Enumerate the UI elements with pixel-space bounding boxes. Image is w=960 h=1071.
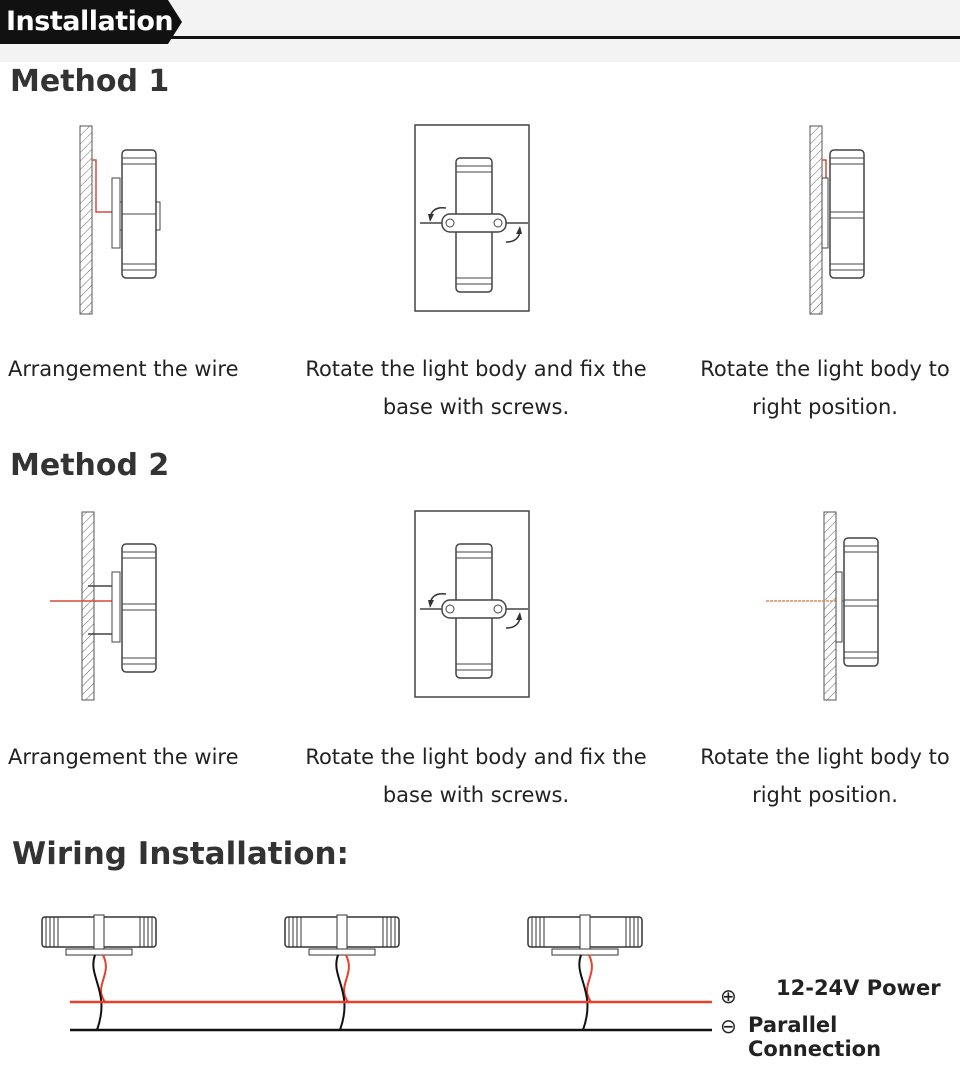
wiring-lamp-base <box>551 948 619 956</box>
method-1-step-3-caption: Rotate the light body to right position. <box>690 350 960 426</box>
wire <box>92 159 114 213</box>
method-2-step-1-diagram <box>50 511 157 701</box>
wiring-diagram <box>41 914 712 1032</box>
header-tab-shape <box>0 0 182 44</box>
power-label: 12-24V Power <box>776 976 941 1000</box>
method-1-step-3-diagram <box>809 125 865 315</box>
wiring-lamp-base <box>65 948 133 956</box>
section-header: Installation <box>0 0 182 46</box>
wall <box>823 511 837 701</box>
caption-line: base with screws. <box>382 783 570 807</box>
caption-line: Arrangement the wire <box>8 745 239 769</box>
method-1-step-2-caption: Rotate the light body and fix the base w… <box>296 350 656 426</box>
wall <box>809 125 823 315</box>
negative-lead <box>578 954 589 1031</box>
method-1-step-2-diagram <box>414 124 530 312</box>
positive-lead <box>343 954 350 1003</box>
wall <box>81 511 95 701</box>
light-body <box>121 543 157 673</box>
section-title: Installation <box>6 6 174 37</box>
plus-icon: ⊕ <box>720 984 737 1008</box>
minus-icon: ⊖ <box>720 1014 737 1038</box>
wall <box>79 125 93 315</box>
method-2-step-2-diagram <box>414 510 530 698</box>
base-plate <box>111 571 121 643</box>
caption-line: Arrangement the wire <box>8 357 239 381</box>
base-plate <box>835 571 843 643</box>
caption-line: Rotate the light body and fix the <box>305 745 647 769</box>
method-2-step-3-diagram <box>766 511 879 701</box>
positive-lead <box>100 954 107 1003</box>
header-divider <box>170 36 960 39</box>
method-2-step-3-caption: Rotate the light body to right position. <box>690 738 960 814</box>
method-1-step-1-diagram <box>79 125 161 315</box>
method-1-title: Method 1 <box>10 64 170 99</box>
connection-label: Parallel Connection <box>748 1013 882 1061</box>
negative-lead <box>335 954 346 1031</box>
caption-line: Rotate the light body to <box>700 745 950 769</box>
base-plate <box>821 177 829 249</box>
screw <box>445 218 455 228</box>
screw <box>445 604 455 614</box>
method-2-step-2-caption: Rotate the light body and fix the base w… <box>296 738 656 814</box>
base-plate <box>111 177 121 249</box>
caption-line: right position. <box>752 395 898 419</box>
method-2-step-1-caption: Arrangement the wire <box>8 738 268 776</box>
screw <box>493 604 503 614</box>
positive-lead <box>586 954 593 1003</box>
method-2-title: Method 2 <box>10 448 170 483</box>
base-plate <box>441 213 507 233</box>
wiring-title: Wiring Installation: <box>12 836 349 872</box>
light-body <box>829 149 865 279</box>
light-body <box>843 537 879 667</box>
negative-lead <box>92 954 103 1031</box>
base-plate <box>441 599 507 619</box>
method-1-step-1-caption: Arrangement the wire <box>8 350 268 388</box>
wiring-lamp-base <box>308 948 376 956</box>
screw <box>493 218 503 228</box>
caption-line: Rotate the light body and fix the <box>305 357 647 381</box>
caption-line: Rotate the light body to <box>700 357 950 381</box>
caption-line: right position. <box>752 783 898 807</box>
caption-line: base with screws. <box>382 395 570 419</box>
